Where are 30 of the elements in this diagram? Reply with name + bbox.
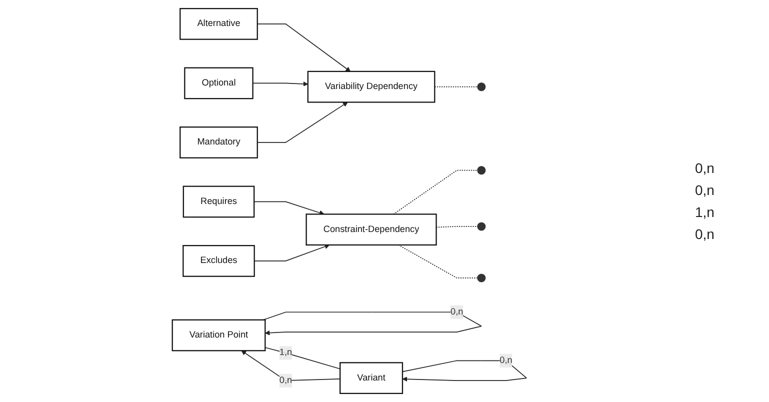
node-box: Variation Point: [172, 319, 266, 352]
edge-label: 0,n: [279, 375, 292, 386]
arrow: [256, 102, 348, 143]
multiplicity-label: 0,n: [695, 226, 716, 242]
arrow: [254, 244, 330, 262]
connector: [264, 347, 341, 370]
multiplicity-label: 1,n: [695, 204, 716, 220]
node-box: Mandatory: [180, 126, 258, 158]
arrow: [262, 312, 482, 336]
arrow: [252, 81, 308, 86]
node-box: Variability Dependency: [307, 70, 436, 103]
arrow: [254, 201, 324, 216]
node-box: Excludes: [182, 245, 255, 277]
connector: [436, 226, 478, 228]
edge-label: 0,n: [500, 356, 512, 366]
edge-label: 1,n: [279, 348, 292, 358]
node-box: Constraint-Dependency: [306, 214, 437, 246]
node-box: Variant: [340, 362, 404, 394]
multiplicity-label: 0,n: [695, 160, 716, 176]
node-box: Alternative: [180, 8, 258, 40]
edge-label: 0,n: [450, 306, 464, 317]
arrow: [241, 350, 341, 382]
arrow: [402, 360, 527, 382]
arrow: [256, 24, 351, 72]
connector: [393, 170, 478, 215]
connector: [398, 244, 478, 278]
connector: [434, 86, 478, 88]
node-box: Optional: [184, 67, 254, 100]
multiplicity-label: 0,n: [695, 182, 716, 198]
node-box: Requires: [182, 186, 255, 218]
